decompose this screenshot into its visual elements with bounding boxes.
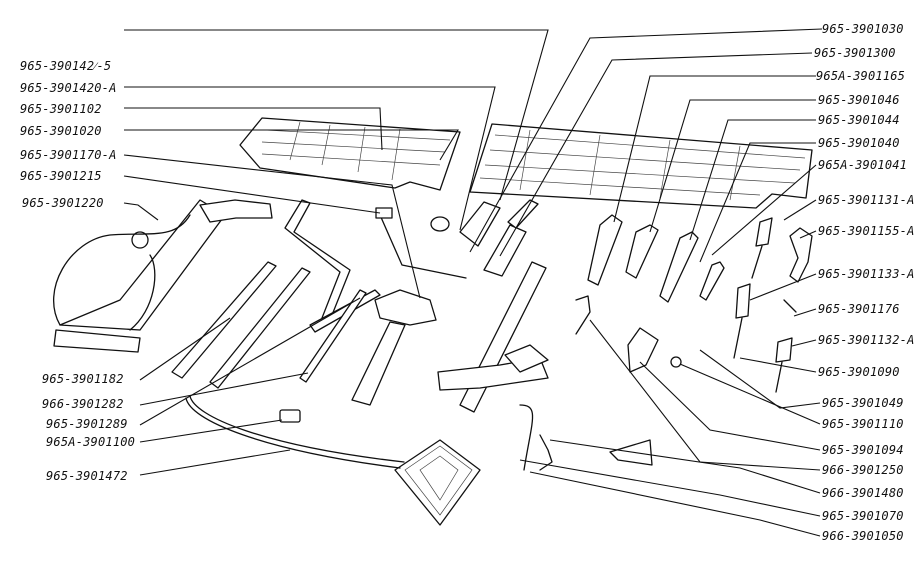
label-right-19: 966-3901050 <box>822 529 904 543</box>
jack-handle-rod <box>185 395 405 469</box>
tyre-levers <box>171 261 311 389</box>
label-right-10: 965-3901176 <box>818 302 900 316</box>
label-right-2: 965A-3901165 <box>816 69 905 83</box>
label-right-17: 966-3901480 <box>822 486 904 500</box>
tyre-pump <box>53 199 273 353</box>
jack-base <box>394 439 481 526</box>
label-right-13: 965-3901049 <box>822 396 904 410</box>
label-left-5: 965-3901215 <box>20 169 102 183</box>
label-right-12: 965-3901090 <box>818 365 900 379</box>
socket-parts <box>375 199 539 277</box>
label-left-2: 965-3901102 <box>20 102 102 116</box>
label-right-16: 966-3901250 <box>822 463 904 477</box>
screwdrivers <box>733 217 797 393</box>
label-right-1: 965-3901300 <box>814 46 896 60</box>
label-right-9: 965-3901133-A <box>818 267 915 281</box>
label-left-7: 965-3901182 <box>42 372 124 386</box>
tool-pouch-small <box>239 117 461 191</box>
label-right-11: 965-3901132-A <box>818 333 915 347</box>
label-left-6: 965-3901220 <box>22 196 104 210</box>
label-left-1: 965-3901420-A <box>20 81 117 95</box>
label-right-4: 965-3901044 <box>818 113 900 127</box>
label-right-0: 965-3901030 <box>822 22 904 36</box>
jack <box>437 261 549 413</box>
label-left-8: 966-3901282 <box>42 397 124 411</box>
label-right-15: 965-3901094 <box>822 443 904 457</box>
label-left-9: 965-3901289 <box>46 417 128 431</box>
label-left-4: 965-3901170-A <box>20 148 117 162</box>
wedge-block <box>609 439 653 466</box>
label-left-0: 965-390142⁄-5 <box>20 59 111 73</box>
pliers <box>789 227 813 283</box>
small-nut <box>279 409 301 423</box>
label-right-3: 965-3901046 <box>818 93 900 107</box>
label-left-10: 965A-3901100 <box>46 435 135 449</box>
box-spanner <box>627 327 682 373</box>
wrenches <box>587 214 725 303</box>
label-right-14: 965-3901110 <box>822 417 904 431</box>
labels-right: 965-3901030 965-3901300 965A-3901165 965… <box>814 22 915 543</box>
label-right-6: 965A-3901041 <box>818 158 907 172</box>
hammer <box>351 289 437 406</box>
leader-lines <box>123 28 823 537</box>
crank-handle <box>284 199 467 321</box>
labels-left: 965-390142⁄-5 965-3901420-A 965-3901102 … <box>20 59 135 483</box>
label-right-7: 965-3901131-A <box>818 193 915 207</box>
tool-roll-large <box>469 123 813 209</box>
hook-wrench <box>519 295 591 471</box>
label-right-5: 965-3901040 <box>818 136 900 150</box>
label-right-18: 965-3901070 <box>822 509 904 523</box>
label-right-8: 965-3901155-A <box>818 224 915 238</box>
label-left-3: 965-3901020 <box>20 124 102 138</box>
label-left-11: 965-3901472 <box>46 469 128 483</box>
